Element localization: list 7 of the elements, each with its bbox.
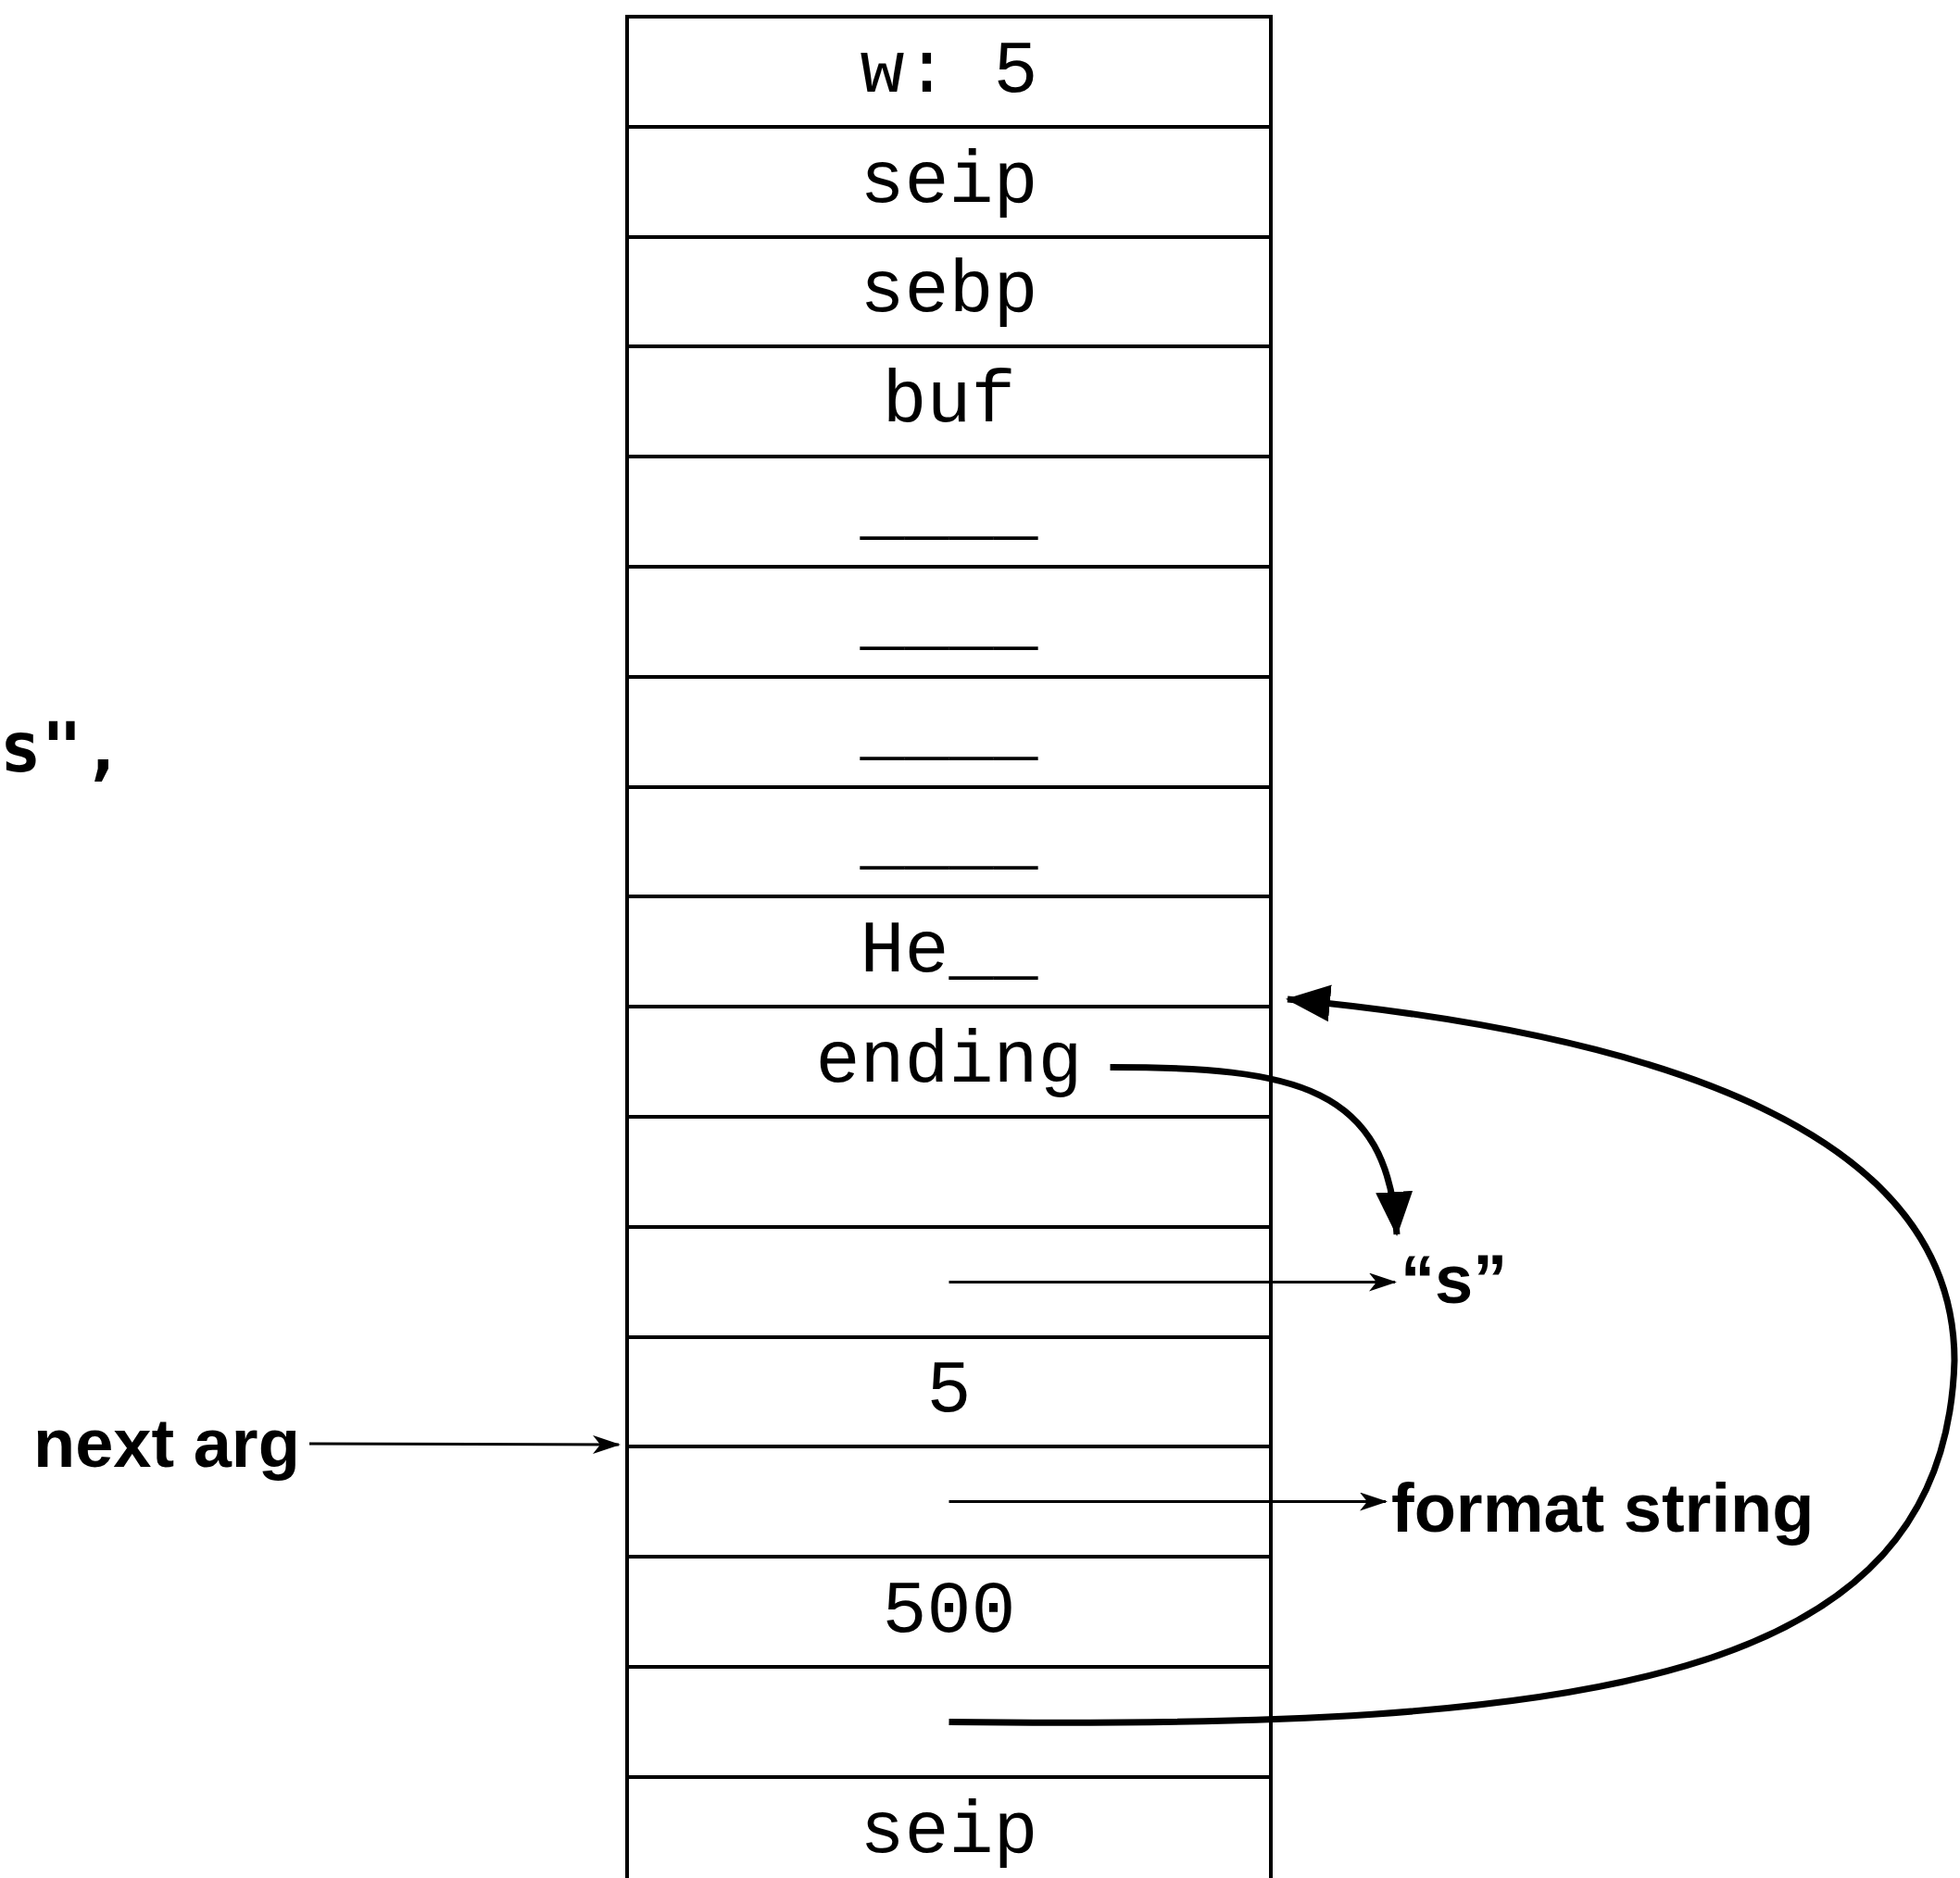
arrow bbox=[949, 985, 1958, 1726]
arrow bbox=[949, 1272, 1397, 1292]
pointer-label: “s” bbox=[1401, 1246, 1508, 1314]
arrow bbox=[949, 1492, 1388, 1511]
code-fragment: s", bbox=[0, 713, 124, 782]
arrow bbox=[309, 1434, 621, 1454]
arrow bbox=[1110, 1064, 1411, 1236]
